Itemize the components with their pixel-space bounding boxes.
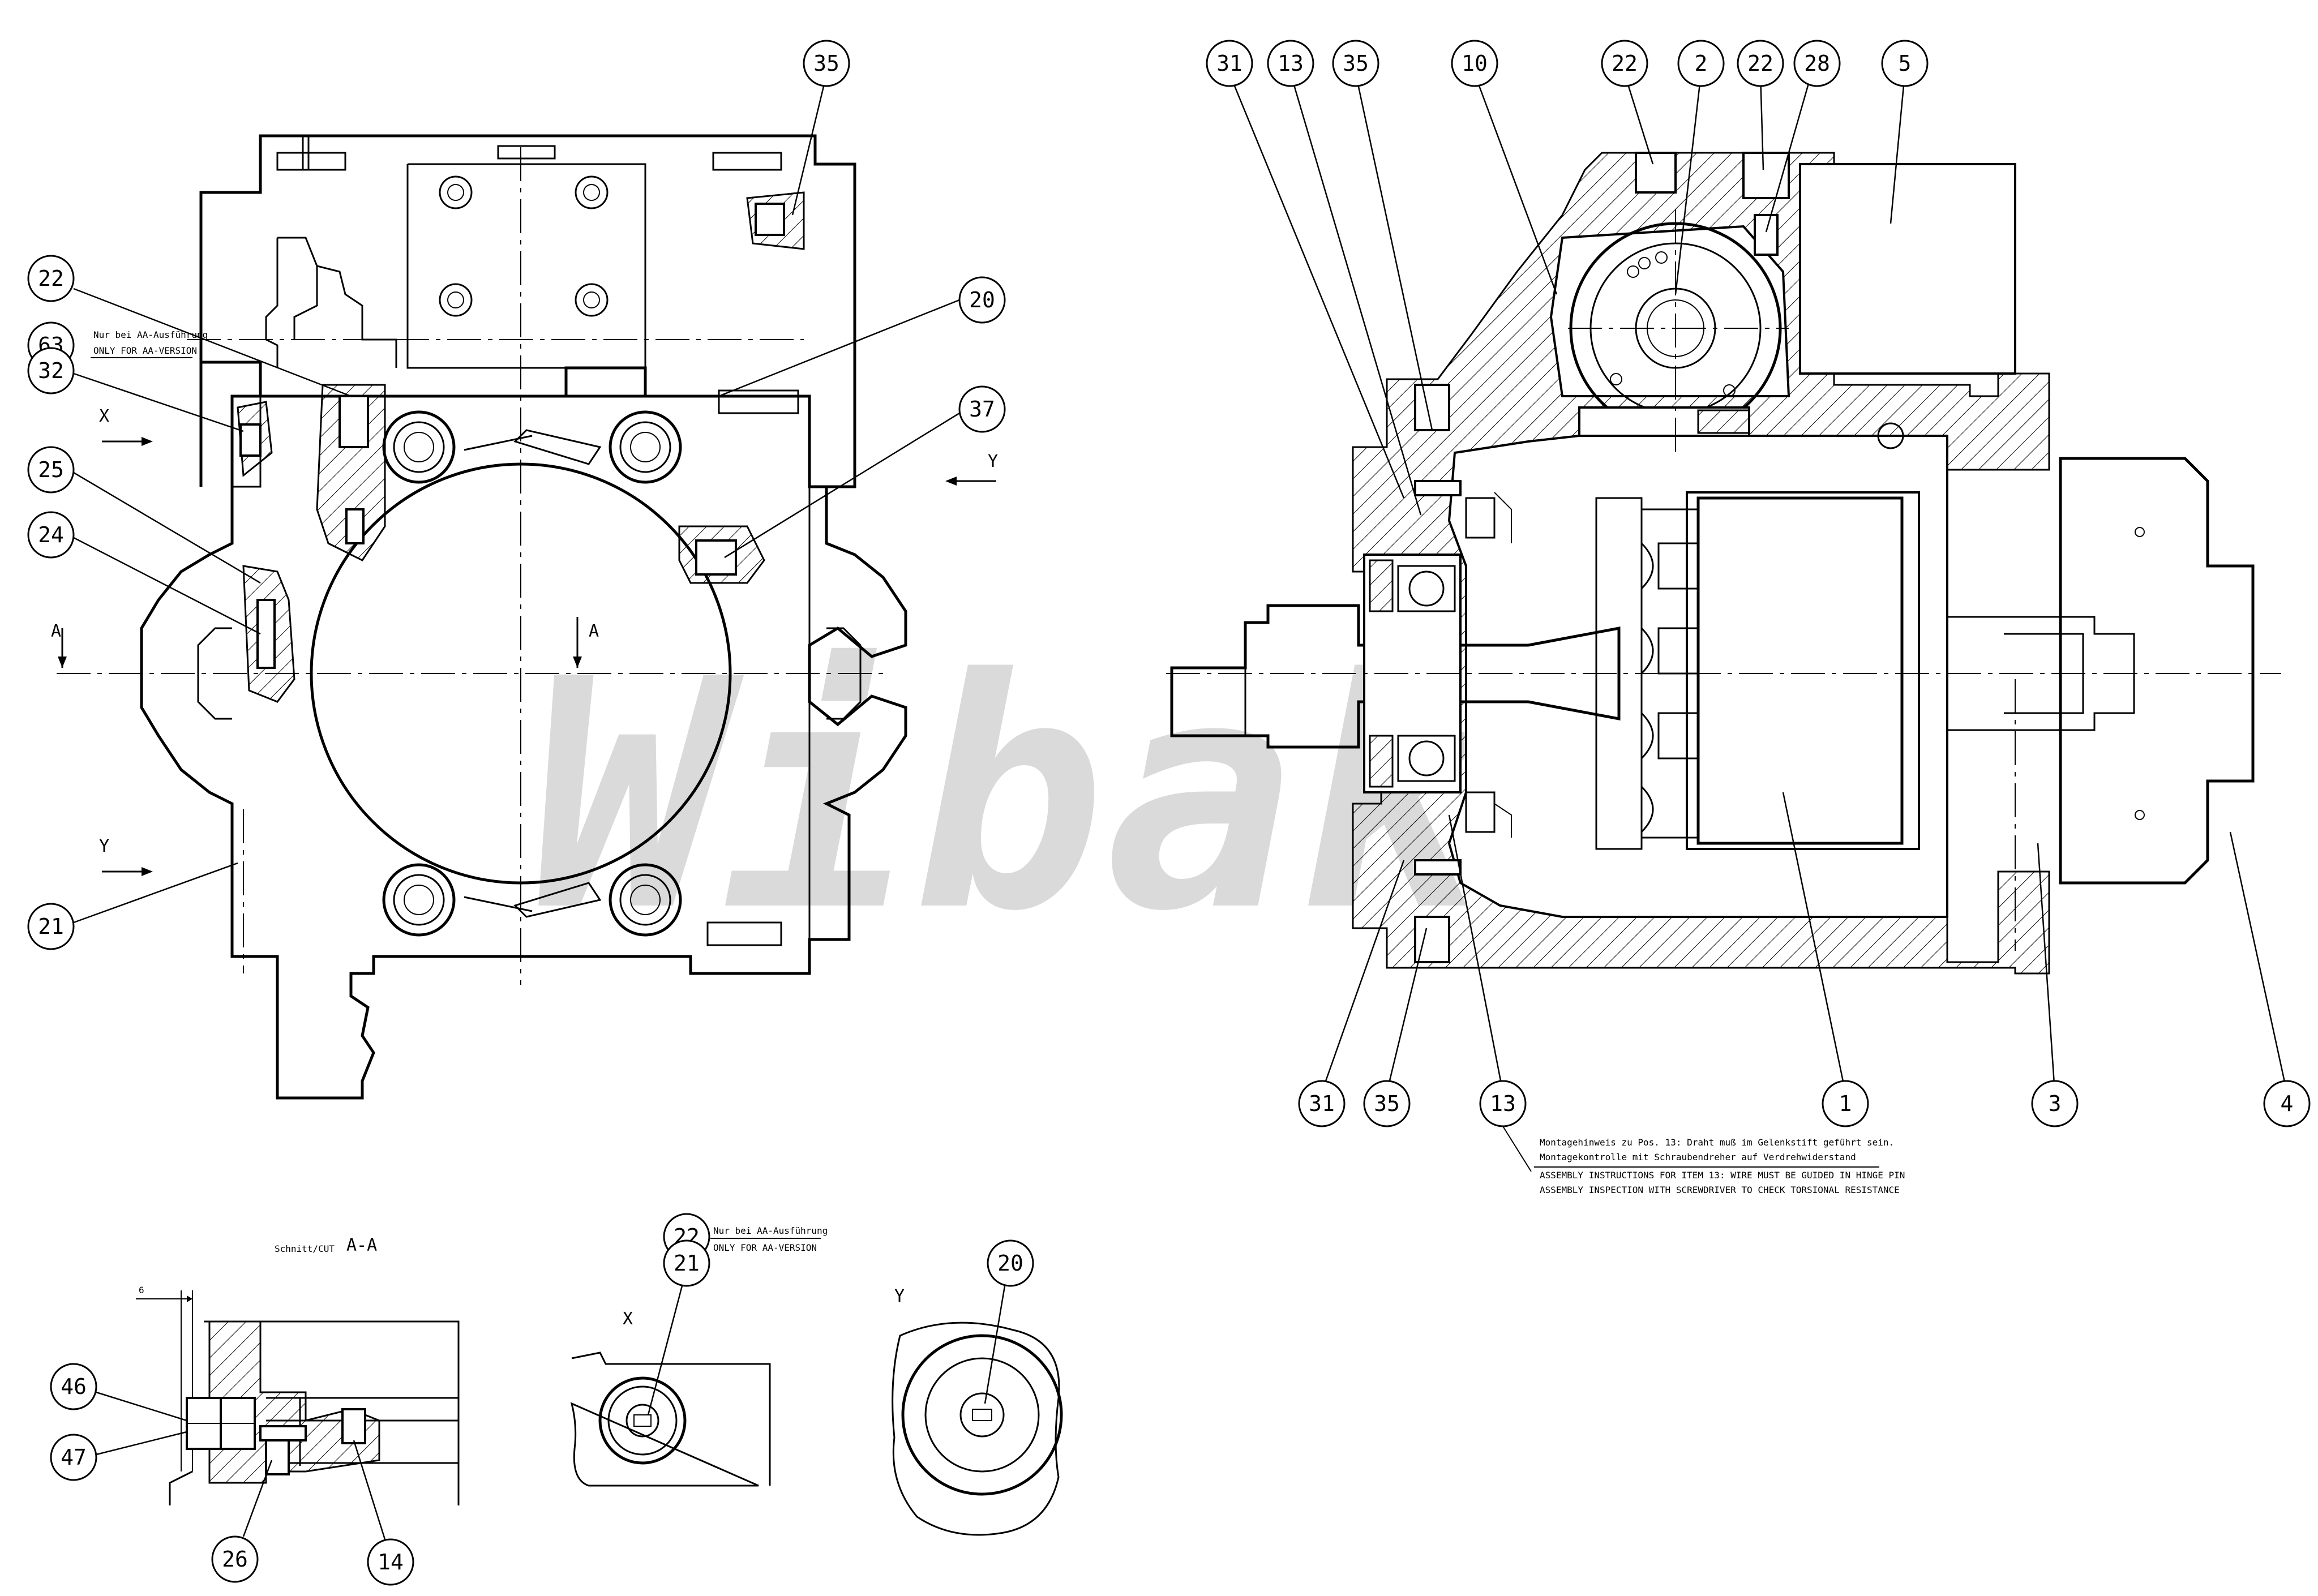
detail-view-x: X 22 21 Nur bei AA-Ausführung ONLY FOR A…	[570, 1213, 828, 1487]
callout-22-section-b: 22	[1737, 40, 1784, 87]
svg-text:20: 20	[997, 1251, 1023, 1276]
callout-14: 14	[367, 1538, 414, 1586]
callout-35-left: 35	[803, 40, 850, 87]
callout-35-bottom: 35	[1363, 1080, 1411, 1127]
svg-text:37: 37	[969, 397, 995, 422]
svg-text:31: 31	[1216, 51, 1242, 76]
detail-x-label: X	[623, 1309, 633, 1329]
detail-y-label: Y	[894, 1286, 905, 1306]
view-label-y-left: Y	[99, 836, 109, 856]
callout-20-left: 20	[958, 276, 1006, 324]
left-end-view: X Y Y A A Nur bei AA-Ausführung ONLY FOR…	[51, 134, 998, 1100]
svg-text:25: 25	[38, 457, 64, 482]
svg-text:28: 28	[1804, 51, 1830, 76]
callout-32: 32	[27, 347, 75, 394]
note-aa-version-en: ONLY FOR AA-VERSION	[93, 345, 197, 356]
svg-text:13: 13	[1278, 51, 1304, 76]
cross-section-view	[1166, 152, 2281, 975]
detail-section-a-a: Schnitt/CUT A-A 6 46 47 26 14	[50, 1235, 460, 1586]
view-arrow-x: X	[99, 406, 153, 446]
dimension-6: 6	[139, 1285, 144, 1295]
section-name: A-A	[346, 1235, 377, 1255]
svg-text:35: 35	[1343, 51, 1369, 76]
section-label-a-left: A	[51, 621, 61, 641]
callout-46: 46	[50, 1363, 97, 1410]
callout-4: 4	[2263, 1080, 2311, 1127]
svg-text:26: 26	[222, 1547, 248, 1572]
bolt-top-left	[382, 410, 456, 484]
svg-text:21: 21	[674, 1251, 700, 1276]
section-title: Schnitt/CUT	[275, 1243, 335, 1254]
callout-10: 10	[1451, 40, 1498, 87]
svg-text:4: 4	[2281, 1091, 2294, 1116]
section-label-a-mid: A	[589, 621, 599, 641]
callout-31-bottom: 31	[1298, 1080, 1346, 1127]
note-assembly-en-1: ASSEMBLY INSTRUCTIONS FOR ITEM 13: WIRE …	[1540, 1170, 1905, 1181]
detail-view-y: Y 20	[892, 1239, 1063, 1536]
bolt-bottom-right	[609, 863, 682, 937]
callout-26: 26	[211, 1535, 259, 1583]
svg-text:20: 20	[969, 288, 995, 312]
callout-22-left: 22	[27, 255, 75, 302]
svg-text:47: 47	[61, 1445, 87, 1470]
svg-text:46: 46	[61, 1374, 87, 1399]
note-aa-version-de-2: Nur bei AA-Ausführung	[713, 1225, 828, 1236]
callout-13-bottom: 13	[1479, 1080, 1527, 1127]
callout-21-detail-x: 21	[663, 1239, 710, 1287]
svg-text:35: 35	[813, 51, 839, 76]
svg-text:24: 24	[38, 522, 64, 547]
svg-text:3: 3	[2049, 1091, 2062, 1116]
bolt-bottom-left	[382, 863, 456, 937]
svg-text:10: 10	[1462, 51, 1488, 76]
callout-3: 3	[2031, 1080, 2079, 1127]
callout-28: 28	[1793, 40, 1841, 87]
svg-text:21: 21	[38, 914, 64, 939]
view-arrow-y-right: Y	[945, 452, 998, 486]
section-arrow-a-mid: A	[573, 617, 599, 668]
view-label-y-right: Y	[988, 452, 998, 471]
svg-text:5: 5	[1899, 51, 1912, 76]
callout-47: 47	[50, 1434, 97, 1481]
view-label-x: X	[99, 406, 109, 426]
callout-5: 5	[1881, 40, 1929, 87]
section-view-callouts: 31 13 35 10 22 2 22 28 5 31 35 13 1 3 4 …	[1206, 40, 2311, 1195]
svg-text:22: 22	[38, 266, 64, 291]
bolt-top-right	[609, 410, 682, 484]
callout-35-top: 35	[1332, 40, 1379, 87]
svg-text:31: 31	[1309, 1091, 1335, 1116]
callout-20-detail-y: 20	[987, 1239, 1034, 1287]
svg-text:22: 22	[1747, 51, 1773, 76]
callout-21-left: 21	[27, 903, 75, 950]
callout-24: 24	[27, 511, 75, 559]
note-assembly-de-2: Montagekontrolle mit Schraubendreher auf…	[1540, 1152, 1856, 1162]
callout-22-section-a: 22	[1601, 40, 1648, 87]
svg-text:1: 1	[1839, 1091, 1852, 1116]
callout-2: 2	[1677, 40, 1725, 87]
callout-37: 37	[958, 385, 1006, 433]
callout-25: 25	[27, 446, 75, 494]
note-aa-version-en-2: ONLY FOR AA-VERSION	[713, 1242, 817, 1253]
svg-text:32: 32	[38, 358, 64, 383]
callout-1: 1	[1822, 1080, 1869, 1127]
section-arrow-a-left: A	[51, 621, 67, 668]
callout-13-top: 13	[1267, 40, 1314, 87]
svg-text:2: 2	[1695, 51, 1708, 76]
note-assembly-en-2: ASSEMBLY INSPECTION WITH SCREWDRIVER TO …	[1540, 1185, 1900, 1195]
note-aa-version-de: Nur bei AA-Ausführung	[93, 329, 208, 340]
note-assembly-de-1: Montagehinweis zu Pos. 13: Draht muß im …	[1540, 1137, 1894, 1148]
svg-text:14: 14	[378, 1550, 404, 1574]
left-view-callouts: 35 22 63 32 20 37 25 24 21	[27, 40, 1006, 950]
svg-text:35: 35	[1374, 1091, 1400, 1116]
callout-31-top: 31	[1206, 40, 1253, 87]
view-arrow-y-left: Y	[99, 836, 153, 876]
svg-text:13: 13	[1490, 1091, 1516, 1116]
svg-text:22: 22	[1612, 51, 1638, 76]
